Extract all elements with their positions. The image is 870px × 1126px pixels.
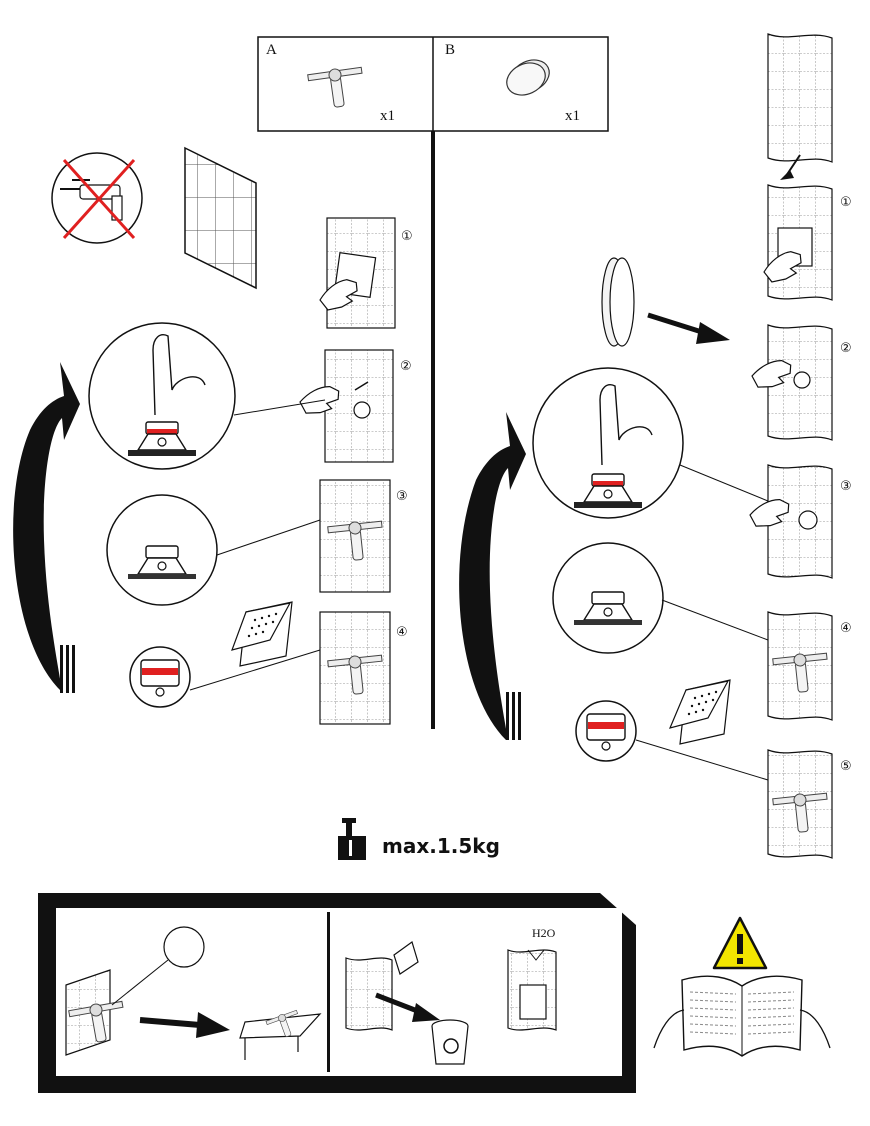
weight-limit: max.1.5kg <box>338 818 500 860</box>
part-b-quantity: x1 <box>565 108 580 124</box>
adhesive-disc-icon <box>506 59 550 96</box>
no-drilling-icon <box>51 152 143 244</box>
zoom-red-cap-circle-b <box>575 700 769 781</box>
read-manual-warning <box>653 916 831 1057</box>
adhesive-disc-stack <box>601 257 730 347</box>
tile-wall-icon-b <box>767 33 833 163</box>
step-a4-number: ④ <box>396 625 408 640</box>
step-b2-number: ② <box>840 341 852 356</box>
step-a4: ④ <box>231 601 408 725</box>
zoom-red-cap-circle-a <box>129 646 321 708</box>
part-a-quantity: x1 <box>380 108 395 124</box>
step-a1-number: ① <box>401 229 413 244</box>
tile-wall-icon <box>184 146 257 290</box>
step-a2: ② <box>297 349 412 463</box>
part-a-letter: A <box>266 42 277 58</box>
step-b3: ③ <box>747 464 852 579</box>
water-label: H2O <box>532 926 556 940</box>
curved-arrow-icon-b <box>459 412 526 740</box>
curved-arrow-icon <box>13 362 80 693</box>
step-b1-number: ① <box>840 195 852 210</box>
step-b5-number: ⑤ <box>840 759 852 774</box>
step-b5: ⑤ <box>767 749 852 859</box>
step-b4-number: ④ <box>840 621 852 636</box>
step-b1: ① <box>759 184 852 301</box>
part-b-letter: B <box>445 42 455 58</box>
step-b4: ④ <box>767 611 852 721</box>
removal-box: H2O <box>38 893 636 1093</box>
zoom-mounted-circle-b <box>552 542 769 654</box>
step-a3-number: ③ <box>396 489 408 504</box>
trash-bin-icon <box>431 1019 469 1065</box>
column-divider <box>431 131 435 729</box>
zoom-press-circle-b <box>532 367 791 519</box>
parts-box: A x1 B x1 <box>257 36 609 132</box>
warning-triangle-icon <box>712 916 768 970</box>
step-a1: ① <box>315 217 413 329</box>
removal-step-dispose: H2O <box>345 926 557 1065</box>
step-b3-number: ③ <box>840 479 852 494</box>
step-a2-number: ② <box>400 359 412 374</box>
adhesive-sheet-icon-a <box>231 601 293 667</box>
step-b2: ② <box>749 324 852 441</box>
step-a3: ③ <box>319 479 408 593</box>
adhesive-sheet-icon-b <box>668 679 731 745</box>
manual-icon <box>653 975 831 1057</box>
removal-step-lift <box>65 926 322 1060</box>
zoom-mounted-circle-a <box>106 494 321 606</box>
zoom-press-circle-a <box>88 322 326 470</box>
weight-limit-text: max.1.5kg <box>382 834 500 858</box>
weight-icon <box>338 818 366 860</box>
